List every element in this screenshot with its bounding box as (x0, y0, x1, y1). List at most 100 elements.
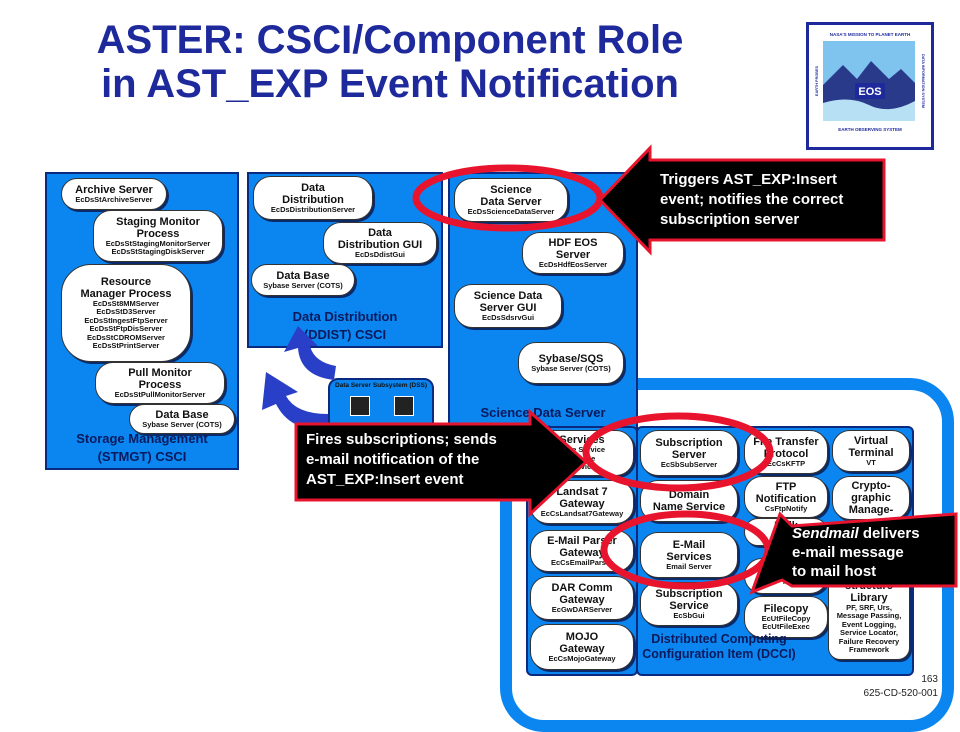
archive-server-sub: EcDsStArchiveServer (75, 194, 153, 204)
slide-title: ASTER: CSCI/Component Role in AST_EXP Ev… (20, 18, 760, 106)
sdsrv-panel: Science Data Server EcDsScienceDataServe… (448, 172, 638, 446)
domain-name-service[interactable]: Domain Name Service (640, 480, 738, 522)
infra-name-2: Library (850, 591, 888, 604)
eos-logo: EOS NASA'S MISSION TO PLANET EARTH EARTH… (806, 22, 934, 150)
vt-sub: VT (866, 457, 876, 467)
ftpnotif-name-1: FTP (775, 480, 797, 493)
hdf-eos-server[interactable]: HDF EOS Server EcDsHdfEosServer (522, 232, 624, 274)
email-sub: Email Server (666, 561, 712, 571)
stmgt-label: Storage Management (STMGT) CSCI (47, 430, 237, 466)
resource-name-1: Resource (100, 275, 152, 288)
email-parser-gateway[interactable]: E-Mail Parser Gateway EcCsEmailParser (530, 530, 634, 572)
pull-name-2: Process (138, 378, 182, 391)
ddist-db-name: Data Base (276, 269, 330, 282)
infrastructure-library[interactable]: structure Library PF, SRF, Urs, Message … (828, 574, 910, 660)
ftp-notification[interactable]: FTP Notification CsFtpNotify (744, 476, 828, 518)
ddist-label-1: Data Distribution (292, 309, 398, 324)
subsvc-name-1: Subscription (655, 587, 723, 600)
archive-server[interactable]: Archive Server EcDsStArchiveServer (61, 178, 167, 210)
email-services[interactable]: E-Mail Services Email Server (640, 532, 738, 578)
filecopy[interactable]: Filecopy EcUtFileCopy EcUtFileExec (744, 596, 828, 638)
resource-sub: EcDsStD3Server (96, 307, 156, 316)
pull-sub: EcDsStPullMonitorServer (114, 389, 206, 399)
ftp-sub: EcCsKFTP (766, 458, 806, 468)
callout-sendmail: Sendmail delivers e-mail message to mail… (792, 524, 956, 581)
data-distribution-gui[interactable]: Data Distribution GUI EcDsDdistGui (323, 222, 437, 264)
stmgt-label-2: (STMGT) CSCI (97, 449, 187, 464)
callout-triggers-line: Triggers AST_EXP:Insert (660, 171, 837, 188)
science-data-server[interactable]: Science Data Server EcDsScienceDataServe… (454, 178, 568, 222)
dar-comm-gateway[interactable]: DAR Comm Gateway EcGwDARServer (530, 576, 634, 620)
sybase-name: Sybase/SQS (538, 352, 604, 365)
ftp-name-2: Protocol (763, 447, 809, 460)
ddist-sub: EcDsDistributionServer (270, 204, 356, 214)
sdsrv-gui-name-1: Science Data (473, 289, 543, 302)
pull-monitor[interactable]: Pull Monitor Process EcDsStPullMonitorSe… (95, 362, 225, 404)
science-data-server-gui[interactable]: Science Data Server GUI EcDsSdsrvGui (454, 284, 562, 328)
callout-sendmail-line: e-mail message (792, 544, 904, 561)
ddist-db-sub: Sybase Server (COTS) (263, 280, 343, 290)
resource-sub: EcDsStPrintServer (92, 341, 160, 350)
ftpnotif-sub: CsFtpNotify (764, 503, 808, 513)
subscription-service[interactable]: Subscription Service EcSbGui (640, 582, 738, 626)
mojo-gateway[interactable]: MOJO Gateway EcCsMojoGateway (530, 624, 634, 670)
sdsrv-gui-sub: EcDsSdsrvGui (481, 312, 535, 322)
landsat-gateway[interactable]: Landsat 7 Gateway EcCsLandsat7Gateway (530, 480, 634, 524)
email-parser-sub: EcCsEmailParser (550, 557, 614, 567)
stmgt-db-name: Data Base (155, 408, 209, 421)
email-parser-name-1: E-Mail Parser (547, 534, 617, 547)
subscription-sub: EcSbSubServer (660, 459, 718, 469)
ftpnotif-name-2: Notification (755, 492, 817, 505)
landsat-sub: EcCsLandsat7Gateway (540, 508, 624, 518)
dss-label: Data Server Subsystem (DSS) (334, 382, 428, 389)
ddist-name-2: Distribution (282, 193, 344, 206)
landsat-name-2: Gateway (559, 497, 605, 510)
callout-fires-line: e-mail notification of the (306, 451, 480, 468)
stmgt-db-sub: Sybase Server (COTS) (142, 419, 222, 429)
data-distribution[interactable]: Data Distribution EcDsDistributionServer (253, 176, 373, 220)
logo-left-text: EARTH PROBES (815, 65, 819, 96)
sybase-sqs[interactable]: Sybase/SQS Sybase Server (COTS) (518, 342, 624, 384)
dar-name-1: DAR Comm (551, 581, 613, 594)
ddist-database[interactable]: Data Base Sybase Server (COTS) (251, 264, 355, 296)
dcci-services[interactable]: Services Time Service Service Service (530, 430, 634, 476)
document-number: 625-CD-520-001 (863, 688, 939, 699)
crypto-name-2: graphic (851, 492, 891, 504)
subsvc-sub: EcSbGui (673, 610, 705, 620)
ddist-label-2: (DDIST) CSCI (303, 327, 387, 342)
stmgt-database[interactable]: Data Base Sybase Server (COTS) (129, 404, 235, 434)
virtual-terminal[interactable]: Virtual Terminal VT (832, 430, 910, 472)
science-sub: EcDsScienceDataServer (467, 206, 555, 216)
ddist-gui-name-1: Data (368, 226, 392, 239)
staging-monitor[interactable]: Staging Monitor Process EcDsStStagingMon… (93, 210, 223, 262)
stmgt-panel: Archive Server EcDsStArchiveServer Stagi… (45, 172, 239, 470)
callout-triggers-line: subscription server (660, 211, 800, 228)
hdf-name-2: Server (555, 248, 591, 261)
file-sub: M (782, 576, 790, 586)
dcci-label-1: Distributed Computing (651, 632, 787, 646)
hdf-name-1: HDF EOS (548, 236, 598, 249)
dar-sub: EcGwDARServer (551, 604, 613, 614)
sdsrv-gui-name-2: Server GUI (479, 301, 537, 314)
title-line-2: in AST_EXP Event Notification (101, 62, 679, 106)
sdsrv-label-1: Science Data Server (480, 405, 606, 420)
domain-name-1: Domain (668, 489, 710, 501)
subscription-name-1: Subscription (655, 436, 723, 449)
email-parser-name-2: Gateway (559, 546, 605, 559)
title-line-1: ASTER: CSCI/Component Role (96, 18, 684, 62)
resource-sub: EcDsStFtpDisServer (89, 324, 163, 333)
subscription-server[interactable]: Subscription Server EcSbSubServer (640, 430, 738, 476)
infra-sub: Service Locator, (840, 628, 898, 637)
arrow-to-stmgt (262, 372, 328, 431)
cryptographic-management[interactable]: Crypto- graphic Manage- (832, 476, 910, 520)
dss-icon-1 (350, 396, 370, 416)
email-name-2: Services (666, 550, 712, 563)
pull-name-1: Pull Monitor (128, 366, 192, 379)
resource-manager[interactable]: Resource Manager Process EcDsSt8MMServer… (61, 264, 191, 362)
callout-sendmail-line: to mail host (792, 563, 877, 580)
file-transfer-protocol[interactable]: File Transfer Protocol EcCsKFTP (744, 430, 828, 474)
crypto-name-1: Crypto- (851, 480, 891, 492)
dcci-label-2: Configuration Item (DCCI) (642, 647, 796, 661)
logo-mark: EOS (858, 86, 881, 98)
staging-name-2: Process (136, 227, 180, 240)
